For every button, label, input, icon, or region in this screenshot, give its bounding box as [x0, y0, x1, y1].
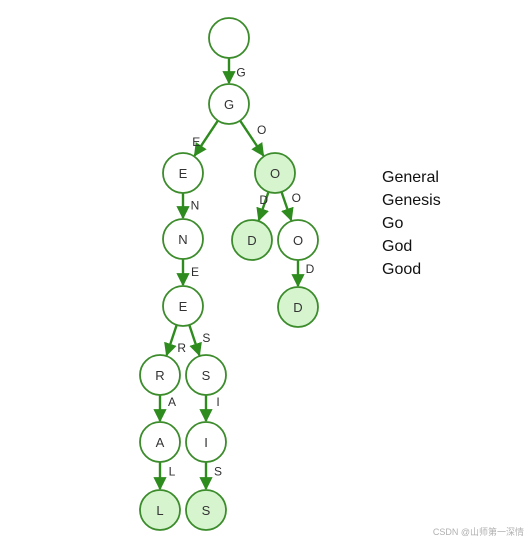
trie-node: R: [139, 354, 181, 396]
edge-arrow: [256, 191, 270, 222]
trie-edge: G: [222, 58, 246, 85]
node-circle: [231, 219, 273, 261]
trie-terminal-node: S: [185, 489, 227, 531]
edge-arrow: [239, 119, 265, 157]
node-label: G: [224, 97, 234, 112]
edge-label: N: [191, 199, 200, 213]
word-item: God: [382, 238, 413, 255]
node-circle: [162, 218, 204, 260]
watermark: CSDN @山师第一深情: [432, 527, 524, 537]
trie-node: E: [162, 285, 204, 327]
trie-node: O: [277, 219, 319, 261]
node-label: A: [156, 435, 165, 450]
node-label: N: [178, 232, 187, 247]
trie-terminal-node: D: [231, 219, 273, 261]
node-circle: [162, 285, 204, 327]
edge-label: E: [192, 135, 200, 149]
node-circle: [139, 354, 181, 396]
edge-arrow: [193, 119, 219, 157]
node-label: S: [202, 503, 211, 518]
trie-edge: D: [291, 260, 315, 288]
trie-edge: S: [199, 462, 222, 491]
trie-root-node: [208, 17, 250, 59]
node-circle: [185, 354, 227, 396]
word-item: Good: [382, 261, 422, 278]
edge-label: D: [259, 193, 268, 207]
edge-label: S: [214, 465, 222, 479]
edge-label: E: [191, 265, 199, 279]
node-circle: [139, 489, 181, 531]
edge-label: R: [177, 341, 186, 355]
trie-terminal-node: L: [139, 489, 181, 531]
edge-label: O: [292, 191, 301, 205]
trie-edge: R: [164, 324, 186, 357]
trie-node: N: [162, 218, 204, 260]
node-circle: [208, 17, 250, 59]
trie-edge: A: [153, 395, 176, 423]
edge-label: S: [202, 331, 210, 345]
edge-label: G: [236, 66, 245, 80]
trie-node: I: [185, 421, 227, 463]
trie-terminal-node: O: [254, 152, 296, 194]
trie-edge: L: [153, 462, 176, 491]
trie-edge: E: [192, 119, 219, 157]
node-label: O: [270, 166, 280, 181]
node-circle: [139, 421, 181, 463]
edge-arrow: [188, 324, 202, 357]
edge-label: L: [169, 465, 176, 479]
word-list: General Genesis Go God Good: [382, 166, 441, 281]
edge-label: A: [168, 395, 176, 409]
trie-edge: E: [176, 259, 199, 287]
node-label: S: [202, 368, 211, 383]
node-label: D: [293, 300, 302, 315]
trie-edge: S: [188, 324, 210, 357]
edge-arrow: [280, 191, 294, 222]
edge-label: I: [216, 395, 219, 409]
node-label: E: [179, 299, 188, 314]
node-circle: [277, 219, 319, 261]
node-label: R: [155, 368, 164, 383]
node-circle: [185, 421, 227, 463]
trie-node: G: [208, 83, 250, 125]
node-circle: [162, 152, 204, 194]
node-label: O: [293, 233, 303, 248]
trie-node: E: [162, 152, 204, 194]
node-circle: [208, 83, 250, 125]
node-label: L: [156, 503, 163, 518]
node-circle: [277, 286, 319, 328]
node-circle: [254, 152, 296, 194]
trie-edge: N: [176, 193, 200, 220]
node-label: D: [247, 233, 256, 248]
edge-label: O: [257, 123, 266, 137]
trie-edge: I: [199, 395, 220, 423]
node-label: E: [179, 166, 188, 181]
trie-edge: O: [239, 119, 266, 157]
edge-arrow: [164, 324, 178, 357]
trie-edge: D: [256, 191, 270, 222]
node-label: I: [204, 435, 208, 450]
trie-node: A: [139, 421, 181, 463]
edge-label: D: [306, 262, 315, 276]
node-circle: [185, 489, 227, 531]
word-item: Genesis: [382, 192, 441, 209]
trie-edge: O: [280, 191, 301, 222]
word-item: Go: [382, 215, 404, 232]
word-item: General: [382, 169, 439, 186]
trie-node: S: [185, 354, 227, 396]
trie-terminal-node: D: [277, 286, 319, 328]
